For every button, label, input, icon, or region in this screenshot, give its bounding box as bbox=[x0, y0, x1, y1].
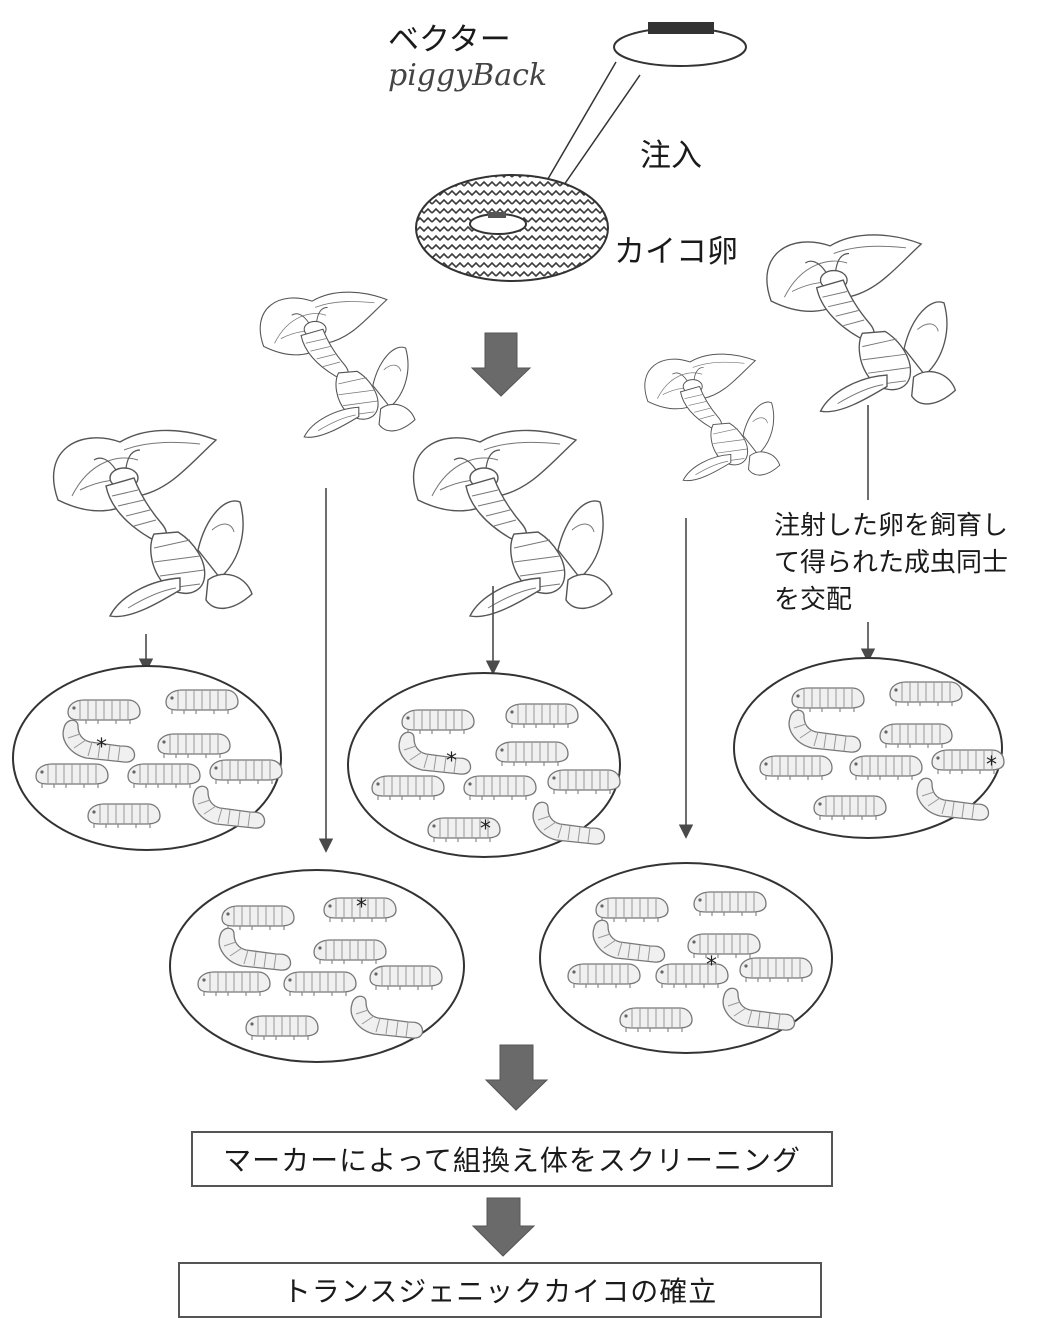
block-arrow-down bbox=[470, 332, 532, 397]
asterisk-marker: * bbox=[96, 735, 107, 760]
larva-group-4: * bbox=[169, 869, 465, 1063]
mating-note-line: を交配 bbox=[774, 585, 853, 615]
moth-pair-icon bbox=[412, 429, 613, 618]
mating-note: 注射した卵を飼育し て得られた成虫同士 を交配 bbox=[774, 508, 1044, 619]
larva-group-2: * * bbox=[347, 672, 621, 858]
moth-pair-icon bbox=[52, 429, 253, 618]
block-arrow-down bbox=[471, 1197, 536, 1257]
asterisk-marker: * bbox=[356, 895, 367, 920]
establishment-step-text: トランスジェニックカイコの確立 bbox=[282, 1275, 718, 1308]
silkworm-egg bbox=[415, 174, 609, 282]
screening-step-box: マーカーによって組換え体をスクリーニング bbox=[191, 1131, 833, 1187]
mating-note-line: て得られた成虫同士 bbox=[774, 548, 1009, 578]
larva-group-1: * bbox=[12, 665, 283, 851]
larva-group-3: * bbox=[733, 657, 1005, 839]
block-arrow-down bbox=[484, 1044, 549, 1111]
vector-label: ベクター bbox=[388, 22, 511, 58]
moth-pair-icon bbox=[259, 291, 416, 438]
vector-marker-gene bbox=[648, 22, 714, 34]
asterisk-marker: * bbox=[480, 817, 491, 842]
asterisk-marker: * bbox=[986, 753, 997, 778]
screening-step-text: マーカーによって組換え体をスクリーニング bbox=[223, 1144, 801, 1177]
asterisk-marker: * bbox=[706, 953, 717, 978]
vector-plasmid bbox=[613, 22, 747, 67]
establishment-step-box: トランスジェニックカイコの確立 bbox=[178, 1262, 822, 1318]
moth-pair-icon bbox=[766, 234, 957, 413]
silkworm-egg-label: カイコ卵 bbox=[614, 234, 738, 270]
injection-label: 注入 bbox=[640, 138, 702, 174]
moth-pair-icon bbox=[644, 353, 781, 482]
mating-note-line: 注射した卵を飼育し bbox=[774, 511, 1009, 541]
larva-group-5: * bbox=[539, 862, 833, 1054]
asterisk-marker: * bbox=[446, 749, 457, 774]
vector-name-label: piggyBack bbox=[388, 58, 548, 93]
